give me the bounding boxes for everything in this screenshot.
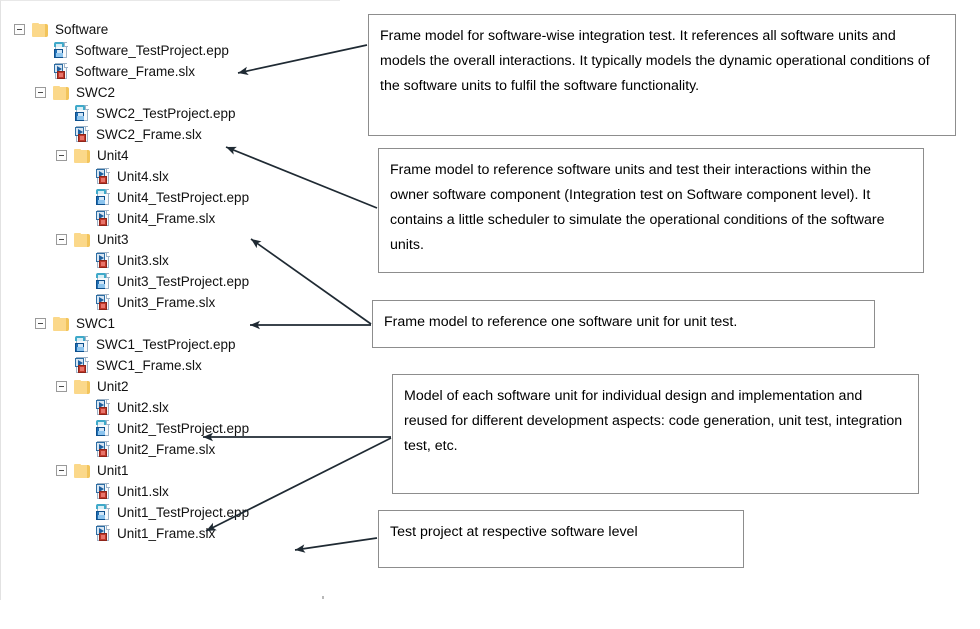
collapse-expander-icon[interactable] [35, 318, 46, 329]
tree-item-label: Software [55, 21, 109, 37]
annotation-text: Frame model for software-wise integratio… [380, 28, 930, 94]
tree-row[interactable]: Unit4.slx [1, 166, 340, 187]
test-project-file-icon [95, 273, 111, 290]
tree-item-label: Unit3_Frame.slx [117, 294, 216, 310]
annotation-text: Frame model to reference one software un… [384, 314, 738, 330]
tree-item-label: SWC2 [76, 84, 116, 100]
tree-row[interactable]: SWC1_TestProject.epp [1, 334, 340, 355]
tree-item-label: Unit3.slx [117, 252, 169, 268]
annotation-box-test-project: Test project at respective software leve… [378, 510, 744, 568]
tree-row[interactable]: Unit3 [1, 229, 340, 250]
simulink-model-file-icon [95, 441, 111, 458]
folder-icon [32, 22, 49, 37]
simulink-model-file-icon [95, 399, 111, 416]
tree-row[interactable]: SWC1 [1, 313, 340, 334]
collapse-expander-icon[interactable] [56, 381, 67, 392]
tree-row[interactable]: Unit4_Frame.slx [1, 208, 340, 229]
folder-icon [53, 85, 70, 100]
simulink-model-file-icon [95, 252, 111, 269]
annotation-box-frame-model-component: Frame model to reference software units … [378, 148, 924, 273]
test-project-file-icon [74, 105, 90, 122]
simulink-model-file-icon [53, 63, 69, 80]
tree-item-label: Unit1 [97, 462, 129, 478]
tree-item-label: Unit4 [97, 147, 129, 163]
tree-row[interactable]: Unit1.slx [1, 481, 340, 502]
annotation-box-unit-model: Model of each software unit for individu… [392, 374, 919, 494]
tree-item-label: Unit2_TestProject.epp [117, 420, 250, 436]
tree-row[interactable]: Unit1 [1, 460, 340, 481]
tree-row[interactable]: SWC2 [1, 82, 340, 103]
tree-row[interactable]: SWC1_Frame.slx [1, 355, 340, 376]
tree-item-label: Unit1.slx [117, 483, 169, 499]
tree-item-label: SWC1 [76, 315, 116, 331]
tree-item-label: Unit3 [97, 231, 129, 247]
tree-row[interactable]: SWC2_Frame.slx [1, 124, 340, 145]
tree-item-label: Unit3_TestProject.epp [117, 273, 250, 289]
simulink-model-file-icon [95, 168, 111, 185]
tree-item-label: Unit1_TestProject.epp [117, 504, 250, 520]
tree-item-label: Unit2 [97, 378, 129, 394]
tree-item-label: Unit4_Frame.slx [117, 210, 216, 226]
tree-item-label: Unit4.slx [117, 168, 169, 184]
folder-icon [74, 148, 91, 163]
test-project-file-icon [53, 42, 69, 59]
tree-item-label: SWC2_TestProject.epp [96, 105, 236, 121]
tree-row[interactable]: Unit2_Frame.slx [1, 439, 340, 460]
test-project-file-icon [95, 504, 111, 521]
tree-row[interactable]: Unit1_TestProject.epp [1, 502, 340, 523]
test-project-file-icon [74, 336, 90, 353]
annotation-box-frame-model-software: Frame model for software-wise integratio… [368, 14, 956, 136]
stray-mark [322, 596, 324, 599]
tree-row[interactable]: Software_TestProject.epp [1, 40, 340, 61]
annotation-box-frame-model-unit: Frame model to reference one software un… [372, 300, 875, 348]
tree-item-label: SWC1_TestProject.epp [96, 336, 236, 352]
tree-row[interactable]: Unit3_Frame.slx [1, 292, 340, 313]
collapse-expander-icon[interactable] [56, 465, 67, 476]
tree-row[interactable]: Software_Frame.slx [1, 61, 340, 82]
tree-row[interactable]: Unit2_TestProject.epp [1, 418, 340, 439]
test-project-file-icon [95, 189, 111, 206]
tree-item-label: Unit4_TestProject.epp [117, 189, 250, 205]
simulink-model-file-icon [95, 210, 111, 227]
tree-row[interactable]: Unit3_TestProject.epp [1, 271, 340, 292]
folder-icon [53, 316, 70, 331]
simulink-model-file-icon [74, 357, 90, 374]
collapse-expander-icon[interactable] [56, 234, 67, 245]
folder-icon [74, 463, 91, 478]
tree-row[interactable]: Unit4_TestProject.epp [1, 187, 340, 208]
folder-icon [74, 379, 91, 394]
folder-icon [74, 232, 91, 247]
tree-row[interactable]: Unit4 [1, 145, 340, 166]
simulink-model-file-icon [95, 483, 111, 500]
annotation-text: Model of each software unit for individu… [404, 388, 903, 454]
tree-row[interactable]: SWC2_TestProject.epp [1, 103, 340, 124]
tree-row[interactable]: Unit2 [1, 376, 340, 397]
test-project-file-icon [95, 420, 111, 437]
tree-row[interactable]: Unit1_Frame.slx [1, 523, 340, 544]
collapse-expander-icon[interactable] [14, 24, 25, 35]
tree-row[interactable]: Unit3.slx [1, 250, 340, 271]
simulink-model-file-icon [74, 126, 90, 143]
tree-item-label: Unit2_Frame.slx [117, 441, 216, 457]
tree-item-label: Software_Frame.slx [75, 63, 196, 79]
collapse-expander-icon[interactable] [35, 87, 46, 98]
tree-item-label: SWC2_Frame.slx [96, 126, 202, 142]
annotation-text: Test project at respective software leve… [390, 524, 638, 540]
tree-item-label: SWC1_Frame.slx [96, 357, 202, 373]
collapse-expander-icon[interactable] [56, 150, 67, 161]
tree-row[interactable]: Software [1, 19, 340, 40]
tree-item-label: Unit2.slx [117, 399, 169, 415]
tree-item-label: Unit1_Frame.slx [117, 525, 216, 541]
simulink-model-file-icon [95, 525, 111, 542]
annotation-text: Frame model to reference software units … [390, 162, 885, 253]
simulink-model-file-icon [95, 294, 111, 311]
tree-item-label: Software_TestProject.epp [75, 42, 229, 58]
tree-row[interactable]: Unit2.slx [1, 397, 340, 418]
